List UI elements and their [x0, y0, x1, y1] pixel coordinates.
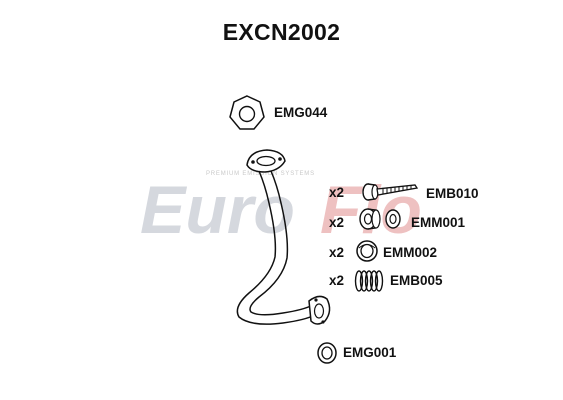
part-label-emb005: EMB005: [390, 273, 443, 288]
exhaust-front-pipe-icon: [236, 149, 331, 325]
bolt-icon: [362, 183, 419, 201]
qty-emb010: x2: [329, 185, 345, 200]
qty-emm002: x2: [329, 245, 345, 260]
part-label-emm001: EMM001: [411, 215, 466, 230]
ring-mount-icon: [356, 240, 378, 262]
part-label-emg001: EMG001: [343, 345, 397, 360]
diagram-title: EXCN2002: [222, 19, 341, 45]
qty-emb005: x2: [329, 273, 345, 288]
bush-mount-icon: [359, 208, 401, 230]
watermark-brand-prefix: Euro: [140, 172, 295, 248]
part-label-emm002: EMM002: [383, 245, 438, 260]
ring-gasket-icon: [317, 342, 337, 364]
three-bolt-gasket-icon: [229, 95, 265, 130]
part-label-emb010: EMB010: [426, 186, 479, 201]
qty-emm001: x2: [329, 215, 345, 230]
spring-icon: [354, 270, 384, 292]
part-label-emg044: EMG044: [274, 105, 328, 120]
